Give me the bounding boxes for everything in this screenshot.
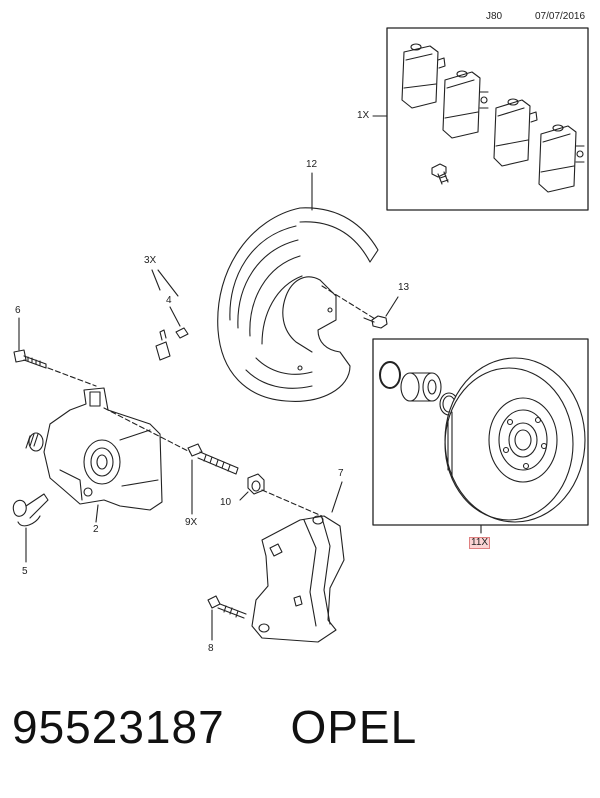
dust-shield: [217, 172, 381, 402]
callout-2: 2: [93, 524, 99, 535]
spring-clip: [12, 493, 49, 563]
part-footer: 95523187 OPEL: [12, 700, 592, 772]
callout-13: 13: [398, 282, 410, 293]
callout-4: 4: [166, 295, 172, 306]
callout-12: 12: [306, 159, 318, 170]
diagram-code: J80: [486, 11, 503, 22]
callout-1x: 1X: [357, 110, 370, 121]
callout-10: 10: [220, 497, 232, 508]
bolt-13: [363, 296, 399, 329]
bolt-8: [207, 595, 247, 641]
callout-5: 5: [22, 566, 28, 577]
exploded-brake-diagram: J80 07/07/2016 1X 2 3X 4 5 6 7 8 9X 10 1…: [12, 11, 589, 654]
callout-8: 8: [208, 643, 214, 654]
callout-9x: 9X: [185, 517, 198, 528]
bolt-9x: [103, 407, 323, 517]
pad-set-inset: [372, 27, 589, 211]
guide-bolt-6: [13, 317, 97, 387]
brake-caliper: [25, 387, 163, 523]
callout-3x: 3X: [144, 255, 157, 266]
callout-11x[interactable]: 11X: [468, 537, 491, 549]
callout-6: 6: [15, 305, 21, 316]
caliper-carrier: [251, 481, 345, 643]
brand-name: OPEL: [290, 701, 418, 753]
part-number: 95523187: [12, 701, 225, 753]
bleeder-parts: [151, 269, 189, 361]
disc-inset: [372, 338, 589, 534]
diagram-date: 07/07/2016: [535, 11, 586, 22]
callout-7: 7: [338, 468, 344, 479]
